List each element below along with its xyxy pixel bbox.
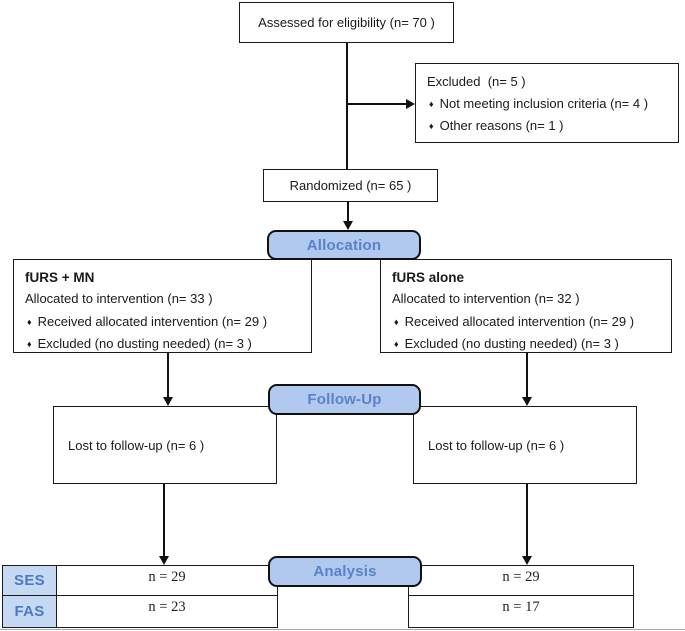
fas-left-value-cell: n = 23 (56, 595, 278, 628)
alloc-left-line: Allocated to intervention (n= 33 ) (25, 291, 213, 306)
arrowhead-excluded-icon (406, 99, 415, 109)
randomized-text: Randomized (n= 65 ) (289, 178, 412, 193)
assessed-text: Assessed for eligibility (n= 70 ) (258, 15, 435, 30)
excluded-box: Excluded (n= 5 ) ♦ Not meeting inclusion … (415, 63, 679, 143)
analysis-stage-tag: Analysis (268, 556, 422, 587)
followup-left-box: Lost to follow-up (n= 6 ) (53, 406, 277, 484)
alloc-left-bullet-text: Received allocated intervention (n= 29 ) (37, 313, 268, 329)
ses-label-cell: SES (2, 565, 57, 596)
assessed-box: Assessed for eligibility (n= 70 ) (239, 2, 454, 43)
diamond-bullet-icon: ♦ (27, 339, 32, 349)
fas-label: FAS (14, 603, 45, 620)
alloc-right-bullet-item: ♦ Received allocated intervention (n= 29 … (392, 311, 663, 334)
fas-label-cell: FAS (2, 595, 57, 628)
connector-randomized-to-allocation (347, 202, 349, 222)
randomized-box: Randomized (n= 65 ) (263, 169, 438, 202)
excluded-bullet-text: Not meeting inclusion criteria (n= 4 ) (439, 95, 649, 111)
arrowhead-analysis-right-icon (522, 556, 532, 565)
followup-right-box: Lost to follow-up (n= 6 ) (413, 406, 637, 484)
arrowhead-analysis-left-icon (159, 556, 169, 565)
diamond-bullet-icon: ♦ (429, 121, 434, 131)
ses-left-value-cell: n = 29 (56, 565, 278, 596)
connector-allocleft-to-followup (167, 352, 169, 398)
alloc-right-heading: fURS alone (392, 270, 465, 285)
fas-right-value-cell: n = 17 (408, 595, 634, 628)
excluded-title: Excluded (n= 5 ) (427, 74, 526, 89)
excluded-bullet-item: ♦ Not meeting inclusion criteria (n= 4 ) (427, 93, 670, 116)
page-bottom-rule (0, 629, 685, 630)
ses-right-value: n = 29 (502, 569, 540, 585)
diamond-bullet-icon: ♦ (394, 339, 399, 349)
followup-left-text: Lost to follow-up (n= 6 ) (68, 437, 205, 453)
alloc-right-bullet-text: Received allocated intervention (n= 29 ) (404, 313, 635, 329)
diamond-bullet-icon: ♦ (429, 98, 434, 109)
followup-stage-label: Follow-Up (307, 391, 382, 408)
allocation-stage-tag: Allocation (267, 230, 421, 260)
alloc-right-bullet-text: Excluded (no dusting needed) (n= 3 ) (404, 336, 619, 351)
connector-furight-to-analysis (526, 484, 528, 556)
fas-left-value: n = 23 (148, 599, 186, 615)
ses-right-value-cell: n = 29 (408, 565, 634, 596)
connector-fuleft-to-analysis (163, 484, 165, 556)
fas-right-value: n = 17 (502, 599, 540, 615)
connector-to-excluded (346, 103, 406, 105)
excluded-bullet-text: Other reasons (n= 1 ) (439, 118, 564, 133)
alloc-left-heading: fURS + MN (25, 270, 95, 285)
analysis-stage-label: Analysis (313, 563, 377, 580)
followup-right-text: Lost to follow-up (n= 6 ) (428, 437, 565, 453)
allocation-left-box: fURS + MN Allocated to intervention (n= … (13, 259, 312, 353)
connector-assessed-to-randomized (346, 43, 348, 169)
followup-stage-tag: Follow-Up (268, 384, 421, 415)
alloc-left-bullet-text: Excluded (no dusting needed) (n= 3 ) (37, 336, 252, 351)
alloc-left-bullet-item: ♦ Received allocated intervention (n= 29 … (25, 311, 303, 334)
diamond-bullet-icon: ♦ (394, 316, 399, 327)
excluded-bullet-item: ♦ Other reasons (n= 1 ) (427, 115, 670, 138)
ses-left-value: n = 29 (148, 569, 186, 585)
alloc-right-bullet-item: ♦ Excluded (no dusting needed) (n= 3 ) (392, 333, 663, 356)
allocation-stage-label: Allocation (306, 236, 382, 254)
ses-label: SES (14, 572, 45, 589)
arrowhead-followup-left-icon (163, 397, 173, 406)
alloc-right-line: Allocated to intervention (n= 32 ) (392, 291, 580, 306)
arrowhead-allocation-icon (343, 221, 353, 230)
arrowhead-followup-right-icon (522, 397, 532, 406)
alloc-left-bullet-item: ♦ Excluded (no dusting needed) (n= 3 ) (25, 333, 303, 356)
allocation-right-box: fURS alone Allocated to intervention (n=… (380, 259, 672, 353)
diamond-bullet-icon: ♦ (27, 316, 32, 327)
connector-allocright-to-followup (526, 352, 528, 398)
